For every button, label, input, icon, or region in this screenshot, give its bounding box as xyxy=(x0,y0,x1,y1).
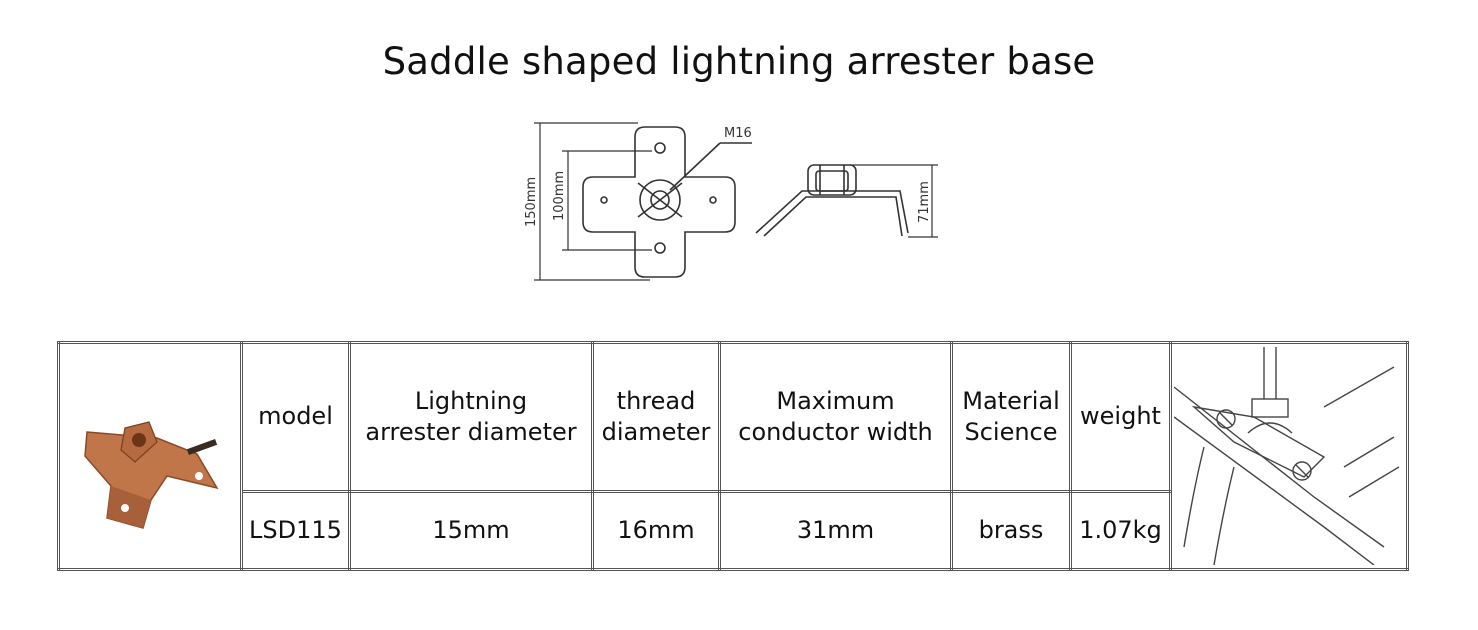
header-model: model xyxy=(240,341,351,493)
label-150mm: 150mm xyxy=(524,177,539,227)
side-view-drawing xyxy=(755,164,909,237)
table-row: LSD115 15mm 16mm 31mm brass 1.07kg xyxy=(59,489,1408,572)
dimension-lines xyxy=(534,122,938,281)
cell-model: LSD115 xyxy=(240,489,351,572)
top-view-drawing xyxy=(582,126,752,278)
installation-sketch xyxy=(1174,347,1400,565)
cell-weight: 1.07kg xyxy=(1069,489,1172,572)
page-title: Saddle shaped lightning arrester base xyxy=(382,40,1096,83)
brass-base-photo xyxy=(84,421,219,529)
installation-sketch-cell xyxy=(1169,341,1409,571)
label-71mm: 71mm xyxy=(917,181,932,223)
cell-material: brass xyxy=(950,489,1072,572)
header-weight: weight xyxy=(1069,341,1172,493)
cell-thread: 16mm xyxy=(591,489,721,572)
label-m16: M16 xyxy=(724,126,752,141)
technical-drawing: M16 150mm 100mm 71mm xyxy=(524,122,938,281)
label-100mm: 100mm xyxy=(552,171,567,221)
cell-diameter: 15mm xyxy=(348,489,594,572)
cell-conductor: 31mm xyxy=(718,489,953,572)
product-photo-cell xyxy=(57,341,243,571)
